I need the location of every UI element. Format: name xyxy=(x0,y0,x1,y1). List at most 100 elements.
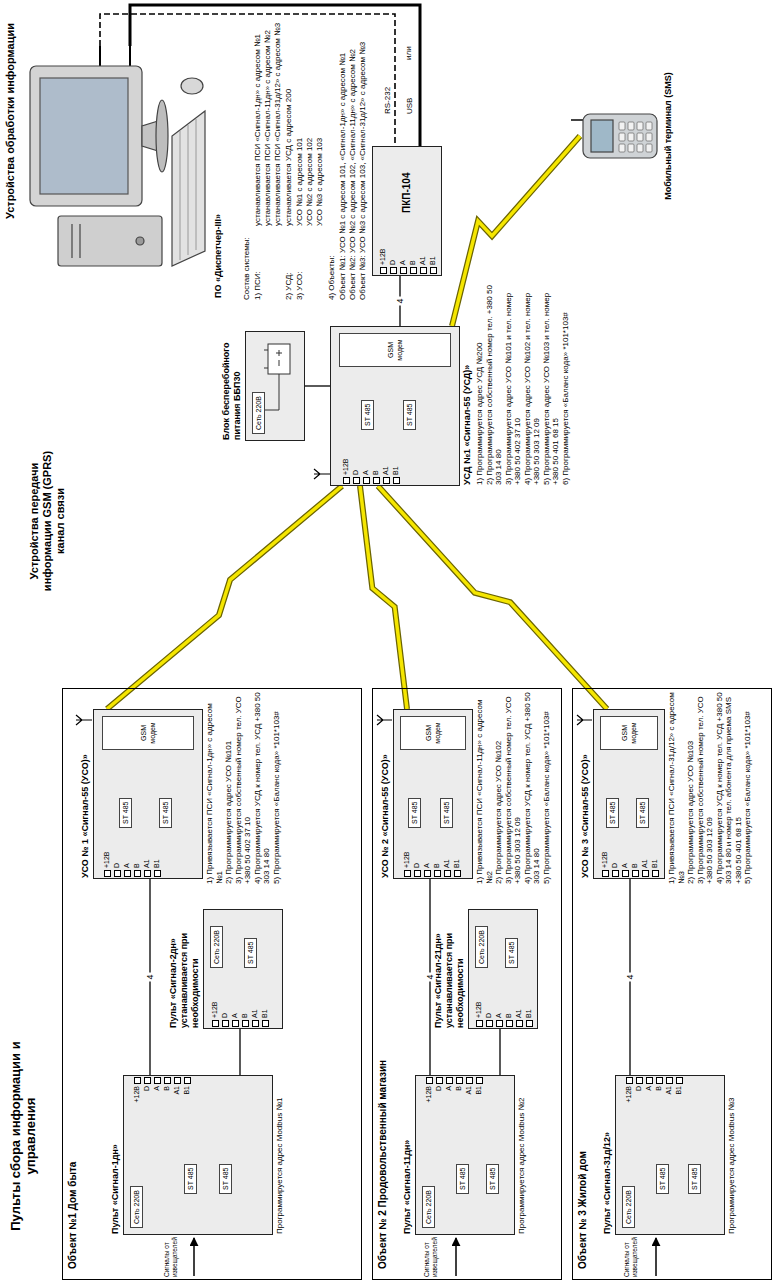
note-text: УСД №1 «Сигнал-55 (УСД)» xyxy=(462,280,473,485)
terminal-label: A1 xyxy=(250,1009,260,1018)
terminal-label: D xyxy=(484,1013,494,1018)
signal-note: Сигналы от извещателей xyxy=(623,1237,639,1277)
terminal-label: B xyxy=(371,470,381,475)
device-heading: УСО № 1 «Сигнал-55 (УСО)» xyxy=(80,698,91,878)
terminal-label: B1 xyxy=(391,466,401,475)
text-group: Пульт «Сигнал-31д/12» xyxy=(602,1074,613,1234)
block-label: ST 485 xyxy=(403,400,416,430)
terminal-label: A xyxy=(620,863,630,868)
object-title: Объект №1 Дом быта xyxy=(67,1029,79,1269)
control-panel-optional: Пульт «Сигнал-2дн» устанавливается при н… xyxy=(203,909,283,1029)
block-label: ST 485 xyxy=(219,1164,232,1194)
block-label: Сеть 220В xyxy=(252,392,265,434)
wire-count: 4 xyxy=(425,972,435,981)
computer: ПО «Диспетчер-III» xyxy=(26,46,210,286)
note-text: ПО «Диспетчер-III» xyxy=(213,138,224,298)
terminal-label: B xyxy=(432,863,442,868)
block-label: ST 485 xyxy=(119,798,132,828)
terminal-label: A xyxy=(152,1086,162,1091)
terminal-label: A1 xyxy=(464,1086,474,1095)
usd-unit: УСД №1 «Сигнал-55 (УСД)»1) Программирует… xyxy=(330,326,460,486)
note-text: Программируется адрес Modbus №2 xyxy=(517,1064,527,1234)
note-text: Программируется адрес Modbus №1 xyxy=(275,1064,285,1234)
note-text: 3) Программируется собственный номер тел… xyxy=(696,692,715,884)
terminal-label: +12В xyxy=(402,851,412,868)
antenna-symbol xyxy=(76,469,592,725)
terminal-label: B xyxy=(408,260,418,265)
object-title: Объект № 2 Продовольственный магазин xyxy=(377,1029,389,1269)
cable xyxy=(500,1029,501,1075)
terminal-label: D xyxy=(388,260,398,265)
note-text: Объект №2: УСО №2 с адресом 102, «Сигнал… xyxy=(348,49,358,300)
note-text: Состав системы: xyxy=(242,237,252,300)
terminal-label: +12В xyxy=(210,1001,220,1018)
terminal-label: D xyxy=(412,863,422,868)
note-text: 4) Программируется адрес УСО №102 и тел.… xyxy=(523,280,542,485)
terminal-label: +12В xyxy=(378,248,388,265)
terminal-label: A1 xyxy=(664,1086,674,1095)
text-group: ПО «Диспетчер-III» xyxy=(213,138,226,298)
section-heading: Пульты сбора информации и управления xyxy=(8,1026,38,1246)
device-heading: Пульт «Сигнал-21дн» устанавливается при … xyxy=(433,878,466,1028)
note-text: 1) Программируется адрес УСД №200 xyxy=(475,280,485,485)
control-panel: Пульт «Сигнал-11дн»Программируется адрес… xyxy=(415,1075,515,1235)
text-group: УСО № 3 «Сигнал-55 (УСО)» xyxy=(580,698,591,878)
terminal-label: +12В xyxy=(600,851,610,868)
block-label: Сеть 220В xyxy=(475,926,488,968)
note-text: 5) Программируется «Баланс кода» *101*10… xyxy=(743,692,753,884)
terminal-label: +12В xyxy=(341,458,351,475)
note-text: 5) Программируется «Баланс кода» *101*10… xyxy=(272,692,282,884)
ups-unit: Блок бесперебойного питания ББП30Сеть 22… xyxy=(245,331,305,441)
terminal-label: B xyxy=(162,1086,172,1091)
object-panel: Объект № 3 Жилой домПульт «Сигнал-31д/12… xyxy=(572,688,772,1280)
note-text: 4) Программируется УСД к номер тел. УСД … xyxy=(253,692,272,884)
terminal-label: A xyxy=(122,863,132,868)
block-label: Сеть 220В xyxy=(130,1186,143,1228)
note-text: 2) Программируется собственный номер тел… xyxy=(485,280,504,485)
terminal-label: +12В xyxy=(624,1086,634,1103)
text-group: Мобильный терминал (SMS) xyxy=(663,71,676,201)
terminal-label: B1 xyxy=(152,859,162,868)
terminal-label: A xyxy=(361,470,371,475)
text-group: Программируется адрес Modbus №1 xyxy=(275,1064,285,1234)
text-group: 1) Привязывается ПСИ «Сигнал-1дн» с адре… xyxy=(205,692,281,884)
terminal-label: +12В xyxy=(132,1086,142,1103)
block-label: ST 485 xyxy=(159,798,172,828)
uso-unit: УСО № 3 «Сигнал-55 (УСО)»1) Привязываетс… xyxy=(593,709,665,879)
radio-link xyxy=(378,486,607,709)
terminal-label: A xyxy=(644,1086,654,1091)
terminal-label: B xyxy=(654,1086,664,1091)
device-heading: УСО № 2 «Сигнал-55 (УСО)» xyxy=(380,698,391,878)
note-text: 2) Программируется адрес УСО №103 xyxy=(686,692,696,884)
note-text: 1) Привязывается ПСИ «Сигнал-1дн» с адре… xyxy=(205,692,224,884)
text-group: Пульт «Сигнал-2дн» устанавливается при н… xyxy=(168,878,201,1028)
wire-count: 4 xyxy=(395,296,405,305)
text-group: УСД №1 «Сигнал-55 (УСД)»1) Программирует… xyxy=(462,280,570,485)
terminal-label: A1 xyxy=(640,859,650,868)
terminal-label: D xyxy=(351,470,361,475)
text-group: Программируется адрес Modbus №3 xyxy=(727,1064,737,1234)
terminal-label: B xyxy=(454,1086,464,1091)
terminal-label: B1 xyxy=(428,256,438,265)
terminal-label: A xyxy=(398,260,408,265)
cable xyxy=(240,1029,241,1075)
signal-note: Сигналы от извещателей xyxy=(163,1237,179,1277)
section-heading: Устройства обработки информации xyxy=(4,6,17,236)
terminal-label: A xyxy=(444,1086,454,1091)
terminal-label: A1 xyxy=(442,859,452,868)
note-text: устанавливается ПСИ «Сигнал-1дн» с адрес… xyxy=(253,34,263,226)
wire-count: 4 xyxy=(625,972,635,981)
terminal-label: +12В xyxy=(474,1001,484,1018)
note-text: Объект №1: УСО №1 с адресом 101, «Сигнал… xyxy=(338,53,348,300)
radio-link xyxy=(452,136,580,326)
terminal-label: A1 xyxy=(514,1009,524,1018)
mobile-terminal: Мобильный терминал (SMS) xyxy=(580,111,660,161)
block-label: GSM модем xyxy=(102,716,194,750)
control-panel-optional: Пульт «Сигнал-21дн» устанавливается при … xyxy=(468,909,538,1029)
text-group: УСО № 2 «Сигнал-55 (УСО)» xyxy=(380,698,391,878)
uso-unit: УСО № 2 «Сигнал-55 (УСО)»1) Привязываетс… xyxy=(393,709,473,879)
note-text: устанавливается УСД с адресом 200 xyxy=(284,89,294,226)
section-heading: Устройства передачи информации GSM (GPRS… xyxy=(28,436,67,606)
block-label: GSM модем xyxy=(339,333,451,367)
